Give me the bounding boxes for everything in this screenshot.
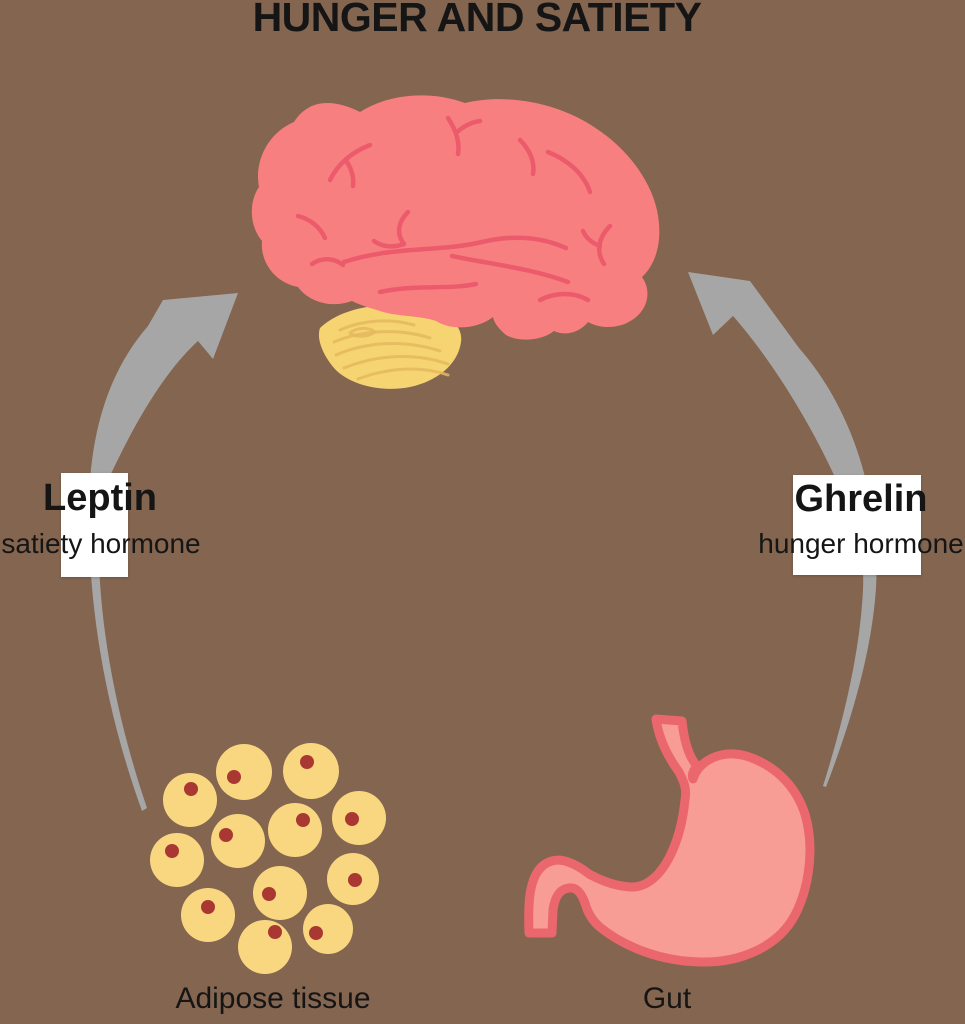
adipocyte: [181, 888, 235, 942]
adipocyte: [253, 866, 307, 920]
gut-label: Gut: [642, 982, 692, 1015]
ghrelin-hormone-subtitle: hunger hormone: [758, 528, 964, 559]
cerebellum-lines: [332, 319, 450, 381]
diagram-title: HUNGER AND SATIETY: [252, 0, 702, 40]
adipocyte: [150, 833, 204, 887]
adipocyte: [216, 744, 272, 800]
adipocyte: [332, 791, 386, 845]
adipocyte: [327, 853, 379, 905]
adipocyte: [163, 773, 217, 827]
stomach-shape: [524, 714, 815, 967]
leptin-label-box: [61, 473, 128, 577]
adipose-cells-illustration: [150, 743, 386, 974]
adipocyte: [211, 814, 265, 868]
adipocyte: [303, 904, 353, 954]
leptin-hormone-name: Leptin: [43, 477, 157, 519]
adipocyte: [283, 743, 339, 799]
brain-illustration: [251, 95, 660, 389]
adipose-tissue-label: Adipose tissue: [175, 982, 371, 1015]
brain-sulci: [295, 115, 613, 303]
ghrelin-arrow-icon: [688, 272, 877, 787]
stomach-illustration: [524, 714, 815, 967]
ghrelin-label-box: [793, 475, 921, 575]
adipocyte: [268, 803, 322, 857]
leptin-hormone-subtitle: satiety hormone: [1, 528, 201, 559]
adipocyte: [238, 920, 292, 974]
ghrelin-hormone-name: Ghrelin: [794, 478, 928, 520]
leptin-arrow-icon: [88, 293, 238, 811]
